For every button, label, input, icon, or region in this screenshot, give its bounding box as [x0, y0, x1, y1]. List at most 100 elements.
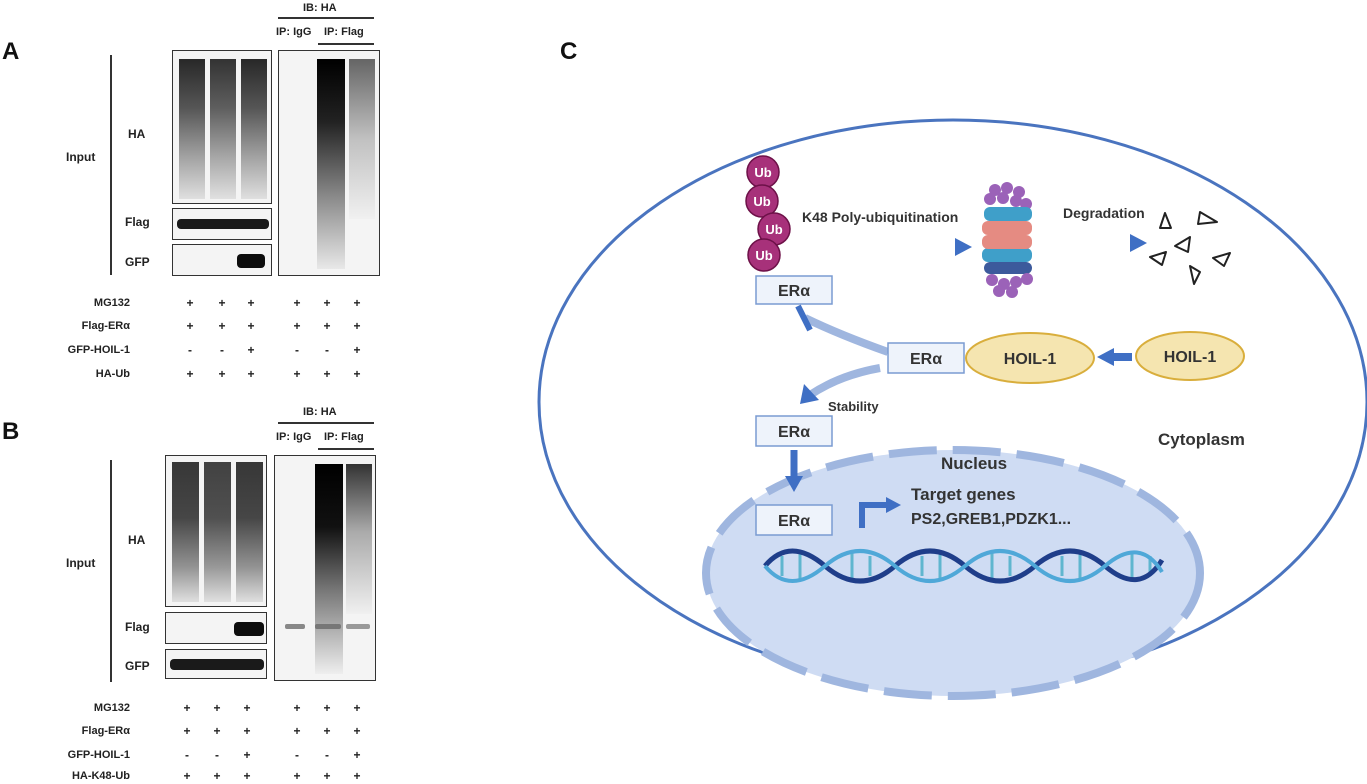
- panel-b-sign: +: [213, 724, 221, 738]
- panel-a-letter: A: [2, 38, 20, 65]
- hoil-complex-ellipse: [965, 332, 1095, 384]
- panel-a-ib-label: IB: HA: [303, 2, 337, 14]
- panel-a-sign: +: [247, 319, 255, 333]
- panel-b-ip-flag: IP: Flag: [324, 431, 364, 443]
- panel-a-sign: -: [325, 343, 329, 357]
- panel-b-sign: -: [325, 748, 329, 762]
- peptide-fragments-icon: [1149, 211, 1231, 285]
- panel-a-input-ha-bands: [179, 59, 267, 199]
- panel-c-letter: C: [560, 38, 578, 65]
- panel-b-cond-mg132: MG132: [93, 702, 130, 714]
- era-box-nuclear: [755, 504, 833, 536]
- ub-label: Ub: [753, 194, 770, 209]
- era-label: ERα: [778, 424, 810, 441]
- ub-icon: Ub: [745, 184, 779, 218]
- panel-a-input-label: Input: [66, 150, 96, 164]
- panel-b-ip-igg: IP: IgG: [276, 431, 312, 443]
- target-genes-label: Target genes: [911, 485, 1016, 504]
- panel-a-ip-igg: IP: IgG: [276, 26, 312, 38]
- panel-a-flag-label: Flag: [125, 215, 150, 229]
- ubiquitination-arrowhead: [955, 238, 972, 256]
- panel-a-sign: +: [186, 319, 194, 333]
- panel-b-sign: +: [353, 748, 361, 762]
- panel-b-sign: +: [243, 769, 251, 783]
- panel-b-sign: +: [243, 701, 251, 715]
- panel-b-sign: +: [323, 769, 331, 783]
- panel-b-sign: +: [323, 724, 331, 738]
- panel-a-sign: +: [293, 319, 301, 333]
- dna-helix-icon: [763, 548, 1165, 584]
- panel-a-sign: +: [323, 296, 331, 310]
- panel-a-input-bracket: [110, 55, 112, 275]
- panel-a-ip-flag: IP: Flag: [324, 26, 364, 38]
- panel-b-flag-label: Flag: [125, 620, 150, 634]
- panel-b-sign: +: [243, 724, 251, 738]
- panel-a-sign: +: [247, 296, 255, 310]
- panel-a-sign: +: [353, 296, 361, 310]
- panel-a-sign: +: [353, 319, 361, 333]
- panel-b-input-gfp-blot: [165, 649, 267, 679]
- gene-list-label: PS2,GREB1,PDZK1...: [911, 511, 1071, 528]
- panel-a-ib-line: [278, 17, 374, 19]
- ub-label: Ub: [765, 222, 782, 237]
- era-box-ubiquitinated: [755, 275, 833, 305]
- degradation-label: Degradation: [1063, 205, 1145, 221]
- transcription-arrow: [859, 502, 888, 528]
- panel-a-sign: -: [220, 343, 224, 357]
- panel-a-sign: -: [295, 343, 299, 357]
- panel-b-cond-ha-k48-ub: HA-K48-Ub: [71, 770, 130, 782]
- panel-b-sign: +: [243, 748, 251, 762]
- panel-b-letter: B: [2, 418, 20, 445]
- panel-a-sign: +: [186, 367, 194, 381]
- panel-a-sign: +: [293, 296, 301, 310]
- panel-b-sign: +: [353, 769, 361, 783]
- ub-icon: Ub: [747, 238, 781, 272]
- panel-b-ip-blot: [274, 455, 376, 681]
- panel-b-sign: +: [213, 701, 221, 715]
- ub-icon: Ub: [746, 155, 780, 189]
- panel-a-sign: +: [218, 296, 226, 310]
- degradation-arrowhead: [1130, 234, 1147, 252]
- hoil-label: HOIL-1: [1164, 349, 1217, 366]
- inhibition-bar: [795, 304, 813, 332]
- panel-b-sign: +: [213, 769, 221, 783]
- nuclear-import-arrowhead: [785, 476, 803, 492]
- panel-b-sign: +: [293, 769, 301, 783]
- hoil-label: HOIL-1: [1004, 351, 1057, 368]
- panel-b-sign: +: [183, 701, 191, 715]
- cytoplasm-label: Cytoplasm: [1158, 430, 1245, 449]
- panel-b-input-bracket: [110, 460, 112, 682]
- panel-a-sign: +: [186, 296, 194, 310]
- panel-b-sign: +: [353, 701, 361, 715]
- panel-a-input-gfp-blot: [172, 244, 272, 276]
- panel-a-cond-ha-ub: HA-Ub: [95, 368, 130, 380]
- panel-a-cond-flag-era: Flag-ERα: [81, 320, 130, 332]
- ub-label: Ub: [755, 248, 772, 263]
- panel-a-sign: +: [323, 367, 331, 381]
- panel-b-gfp-label: GFP: [125, 659, 150, 673]
- panel-b-sign: +: [353, 724, 361, 738]
- panel-a-sign: +: [293, 367, 301, 381]
- era-label: ERα: [778, 513, 810, 530]
- panel-b-sign: +: [183, 724, 191, 738]
- panel-b-sign: +: [323, 701, 331, 715]
- panel-b-ib-line: [278, 422, 374, 424]
- panel-a-sign: +: [323, 319, 331, 333]
- nuclear-envelope: [702, 446, 1204, 700]
- panel-b-ha-label: HA: [128, 533, 146, 547]
- stability-arrowhead: [800, 384, 819, 404]
- panel-b-input-ha-blot: [165, 455, 267, 607]
- panel-a-ip-blot: [278, 50, 380, 276]
- nucleus-label: Nucleus: [941, 454, 1007, 473]
- panel-a-input-flag-blot: [172, 208, 272, 240]
- panel-b-sign: -: [185, 748, 189, 762]
- era-box-stable: [755, 415, 833, 447]
- panel-b-cond-flag-era: Flag-ERα: [81, 725, 130, 737]
- panel-b-ip-line: [318, 448, 374, 450]
- transcription-arrowhead: [886, 497, 901, 513]
- panel-a-sign: +: [218, 319, 226, 333]
- panel-a-input-ha-blot: [172, 50, 272, 204]
- panel-a-ip-line: [318, 43, 374, 45]
- inhibition-curve: [803, 314, 890, 356]
- panel-b-cond-gfp-hoil: GFP-HOIL-1: [67, 749, 130, 761]
